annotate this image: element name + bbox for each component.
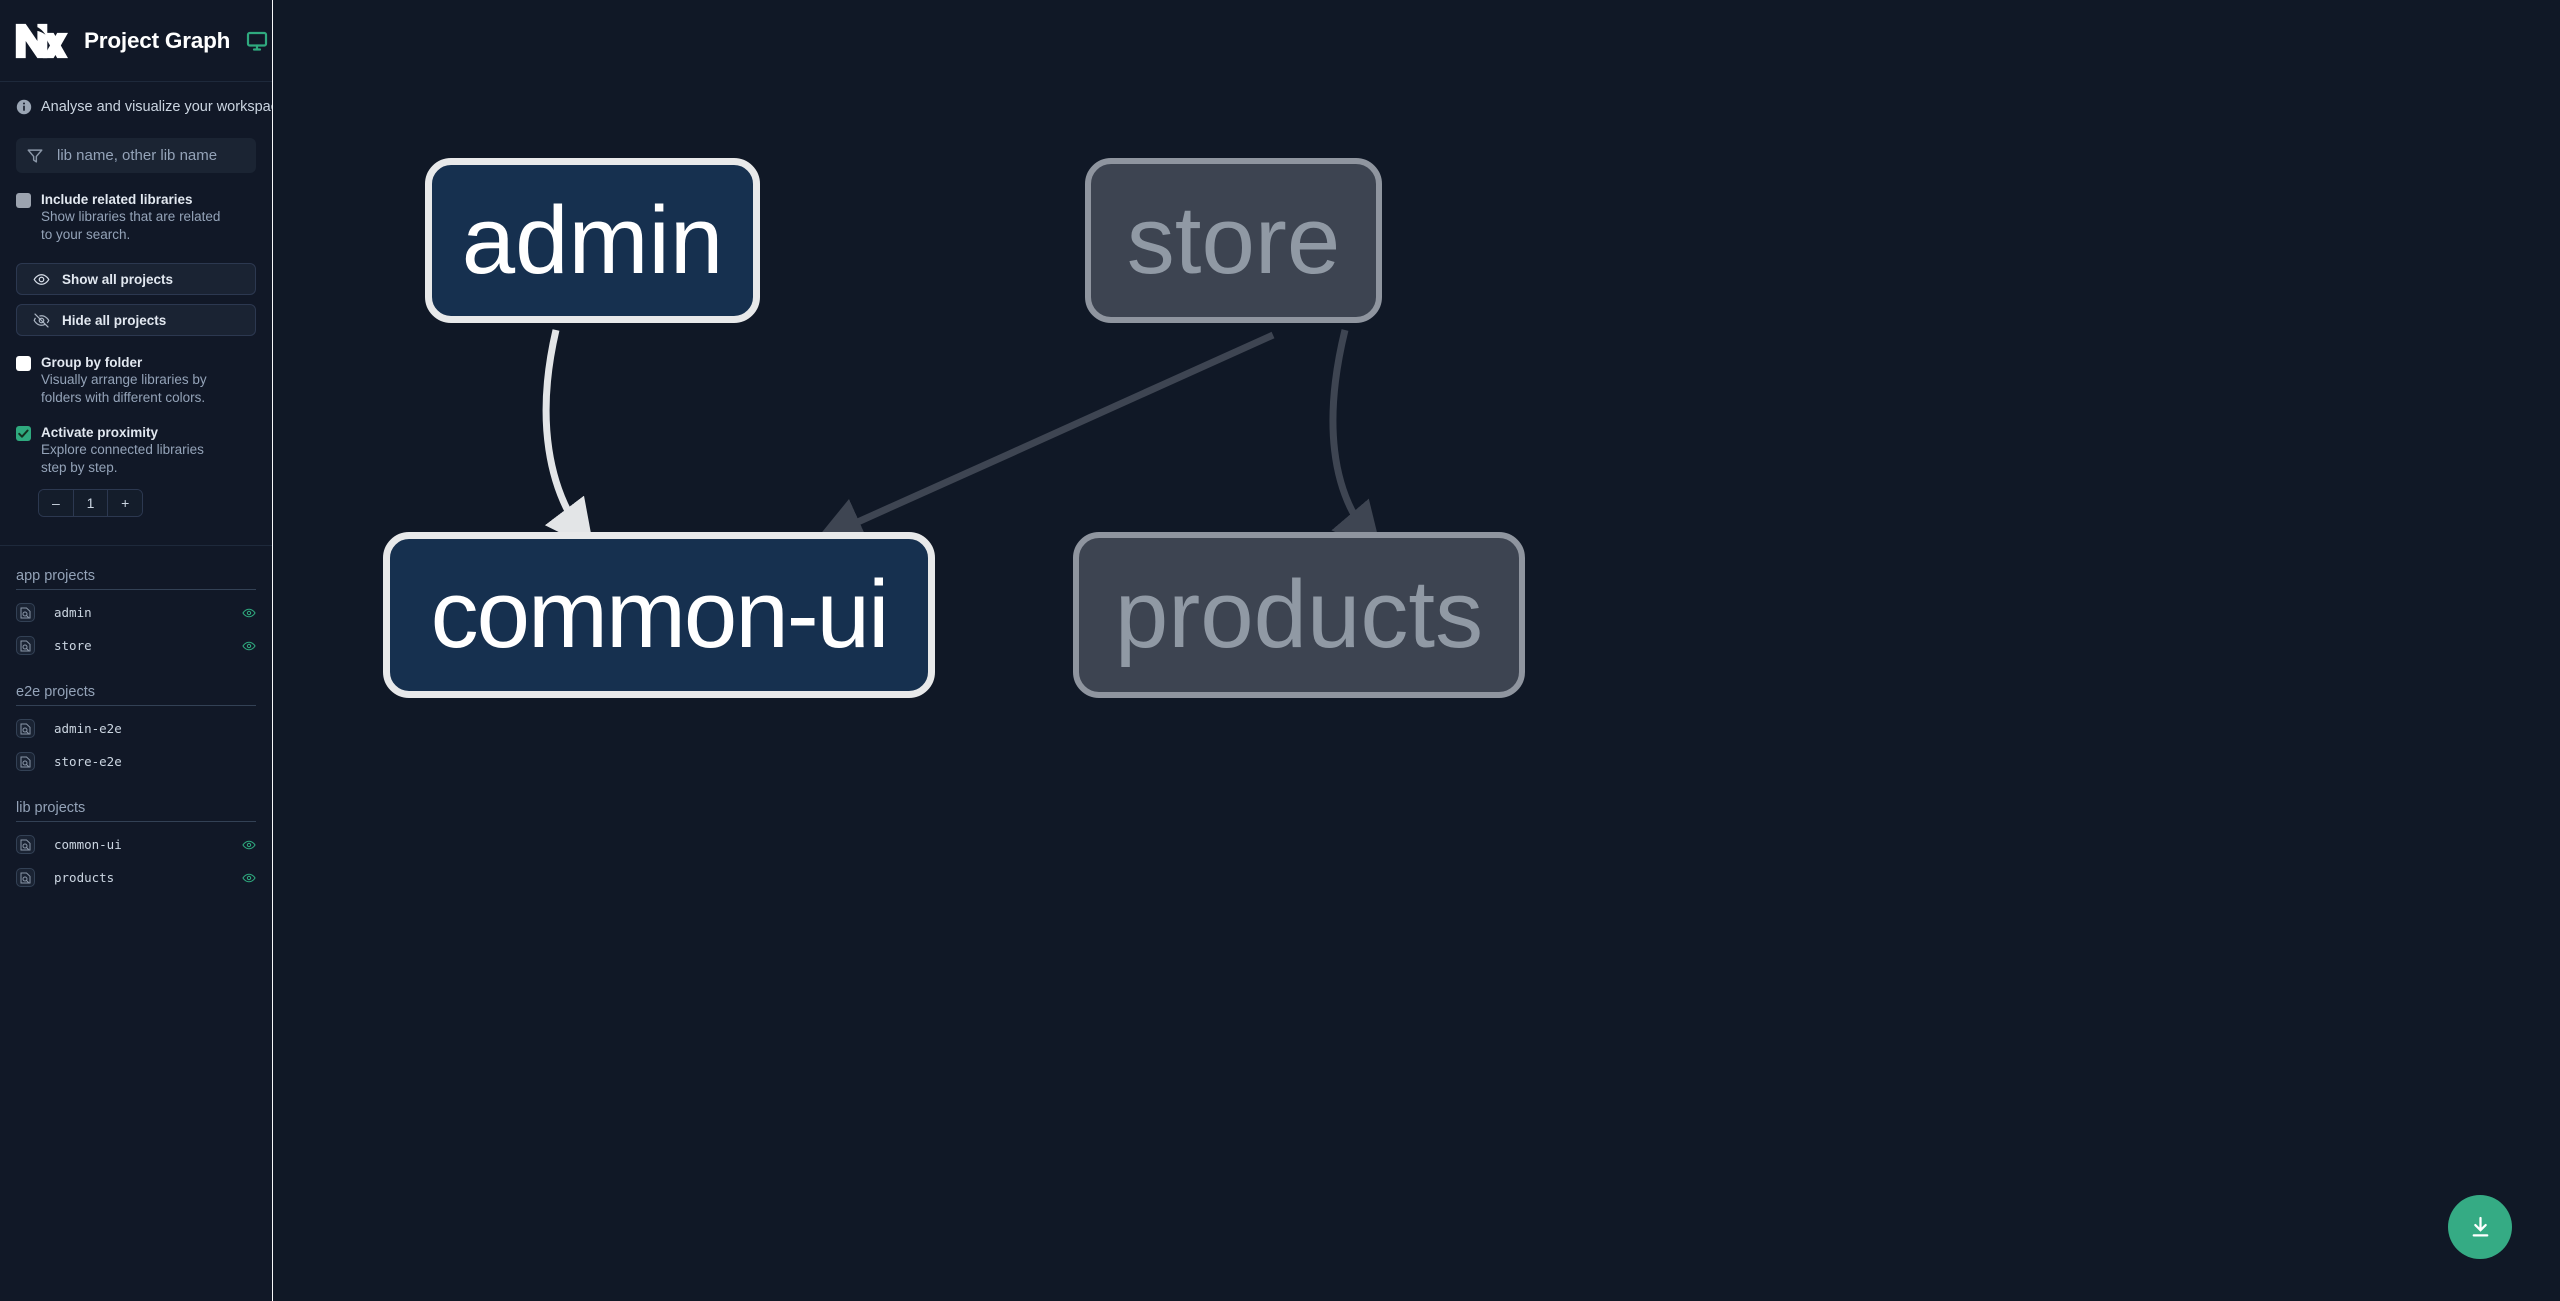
nx-logo-icon bbox=[15, 23, 68, 58]
project-name: store-e2e bbox=[54, 754, 122, 769]
group-by-folder-description: Visually arrange libraries by folders wi… bbox=[41, 372, 207, 405]
funnel-filter-icon bbox=[27, 148, 43, 163]
option-group-by-folder[interactable]: Group by folder Visually arrange librari… bbox=[0, 354, 272, 406]
activate-proximity-description: Explore connected libraries step by step… bbox=[41, 442, 204, 475]
stepper-divider-right bbox=[107, 490, 109, 516]
graph-node-label: products bbox=[1114, 561, 1484, 668]
graph-node-label: store bbox=[1126, 186, 1341, 294]
project-visible-eye-icon[interactable] bbox=[242, 639, 256, 653]
project-name: store bbox=[54, 638, 92, 653]
tagline-text: Analyse and visualize your workspace. bbox=[41, 99, 291, 115]
download-graph-button[interactable] bbox=[2448, 1195, 2512, 1259]
visibility-button-group: Show all projects Hide all projects bbox=[0, 263, 272, 336]
project-file-icon bbox=[16, 719, 35, 738]
project-visible-eye-icon[interactable] bbox=[242, 838, 256, 852]
app-projects-heading: app projects bbox=[16, 546, 256, 590]
stepper-divider-left bbox=[72, 490, 74, 516]
graph-node-admin[interactable]: admin bbox=[425, 158, 760, 323]
proximity-stepper: – 1 + bbox=[38, 489, 143, 517]
edge-store-to-common-ui bbox=[814, 331, 1275, 544]
project-name: common-ui bbox=[54, 837, 122, 852]
project-row-admin-e2e[interactable]: admin-e2e bbox=[16, 712, 256, 745]
option-activate-proximity[interactable]: Activate proximity Explore connected lib… bbox=[0, 424, 272, 476]
e2e-projects-heading: e2e projects bbox=[16, 662, 256, 706]
graph-node-store[interactable]: store bbox=[1085, 158, 1382, 323]
eye-off-icon bbox=[33, 312, 50, 328]
group-by-folder-label: Group by folder bbox=[41, 355, 143, 370]
sidebar-divider bbox=[0, 545, 272, 546]
group-by-folder-checkbox[interactable] bbox=[16, 356, 31, 371]
include-related-libraries-label: Include related libraries bbox=[41, 192, 193, 207]
sidebar: Project Graph Analyse and visualize your… bbox=[0, 0, 290, 1301]
monitor-icon[interactable] bbox=[245, 29, 269, 53]
eye-icon bbox=[33, 273, 50, 285]
project-row-store-e2e[interactable]: store-e2e bbox=[16, 745, 256, 778]
project-name: admin-e2e bbox=[54, 721, 122, 736]
hide-all-projects-button[interactable]: Hide all projects bbox=[16, 304, 256, 336]
project-file-icon bbox=[16, 603, 35, 622]
project-file-icon bbox=[16, 835, 35, 854]
project-name: products bbox=[54, 870, 115, 885]
sidebar-header: Project Graph bbox=[0, 0, 272, 82]
show-all-projects-button[interactable]: Show all projects bbox=[16, 263, 256, 295]
graph-node-label: admin bbox=[461, 186, 724, 294]
search-input[interactable] bbox=[53, 138, 256, 173]
graph-node-products[interactable]: products bbox=[1073, 532, 1525, 698]
project-row-common-ui[interactable]: common-ui bbox=[16, 828, 256, 861]
project-row-store[interactable]: store bbox=[16, 629, 256, 662]
graph-node-label: common-ui bbox=[430, 561, 890, 668]
include-related-libraries-description: Show libraries that are related to your … bbox=[41, 209, 221, 242]
sidebar-tagline: Analyse and visualize your workspace. bbox=[0, 82, 290, 115]
check-icon bbox=[18, 429, 29, 438]
search-field[interactable] bbox=[16, 138, 256, 173]
project-visible-eye-icon[interactable] bbox=[242, 871, 256, 885]
info-circle-icon bbox=[16, 99, 32, 115]
project-name: admin bbox=[54, 605, 92, 620]
proximity-increment-button[interactable]: + bbox=[108, 490, 142, 516]
graph-node-common-ui[interactable]: common-ui bbox=[383, 532, 935, 698]
include-related-libraries-checkbox[interactable] bbox=[16, 193, 31, 208]
show-all-projects-label: Show all projects bbox=[62, 271, 174, 287]
page-title: Project Graph bbox=[84, 27, 231, 53]
activate-proximity-label: Activate proximity bbox=[41, 425, 159, 440]
proximity-value: 1 bbox=[73, 490, 108, 516]
project-row-admin[interactable]: admin bbox=[16, 596, 256, 629]
proximity-decrement-button[interactable]: – bbox=[39, 490, 73, 516]
lib-projects-heading: lib projects bbox=[16, 778, 256, 822]
section-e2e-projects: e2e projects admin-e2e store-e2e bbox=[0, 662, 272, 778]
project-row-products[interactable]: products bbox=[16, 861, 256, 894]
project-file-icon bbox=[16, 636, 35, 655]
hide-all-projects-label: Hide all projects bbox=[62, 312, 167, 328]
edge-admin-to-common-ui bbox=[542, 329, 594, 550]
download-icon bbox=[2472, 1216, 2488, 1236]
option-include-related-libraries[interactable]: Include related libraries Show libraries… bbox=[0, 191, 272, 243]
project-file-icon bbox=[16, 752, 35, 771]
graph-canvas[interactable]: admin store common-ui products bbox=[273, 0, 2560, 1301]
section-lib-projects: lib projects common-ui products bbox=[0, 778, 272, 894]
activate-proximity-checkbox[interactable] bbox=[16, 426, 31, 441]
edge-store-to-products bbox=[1329, 329, 1382, 552]
graph-edges bbox=[542, 329, 1382, 552]
project-visible-eye-icon[interactable] bbox=[242, 606, 256, 620]
section-app-projects: app projects admin store bbox=[0, 546, 272, 662]
project-file-icon bbox=[16, 868, 35, 887]
